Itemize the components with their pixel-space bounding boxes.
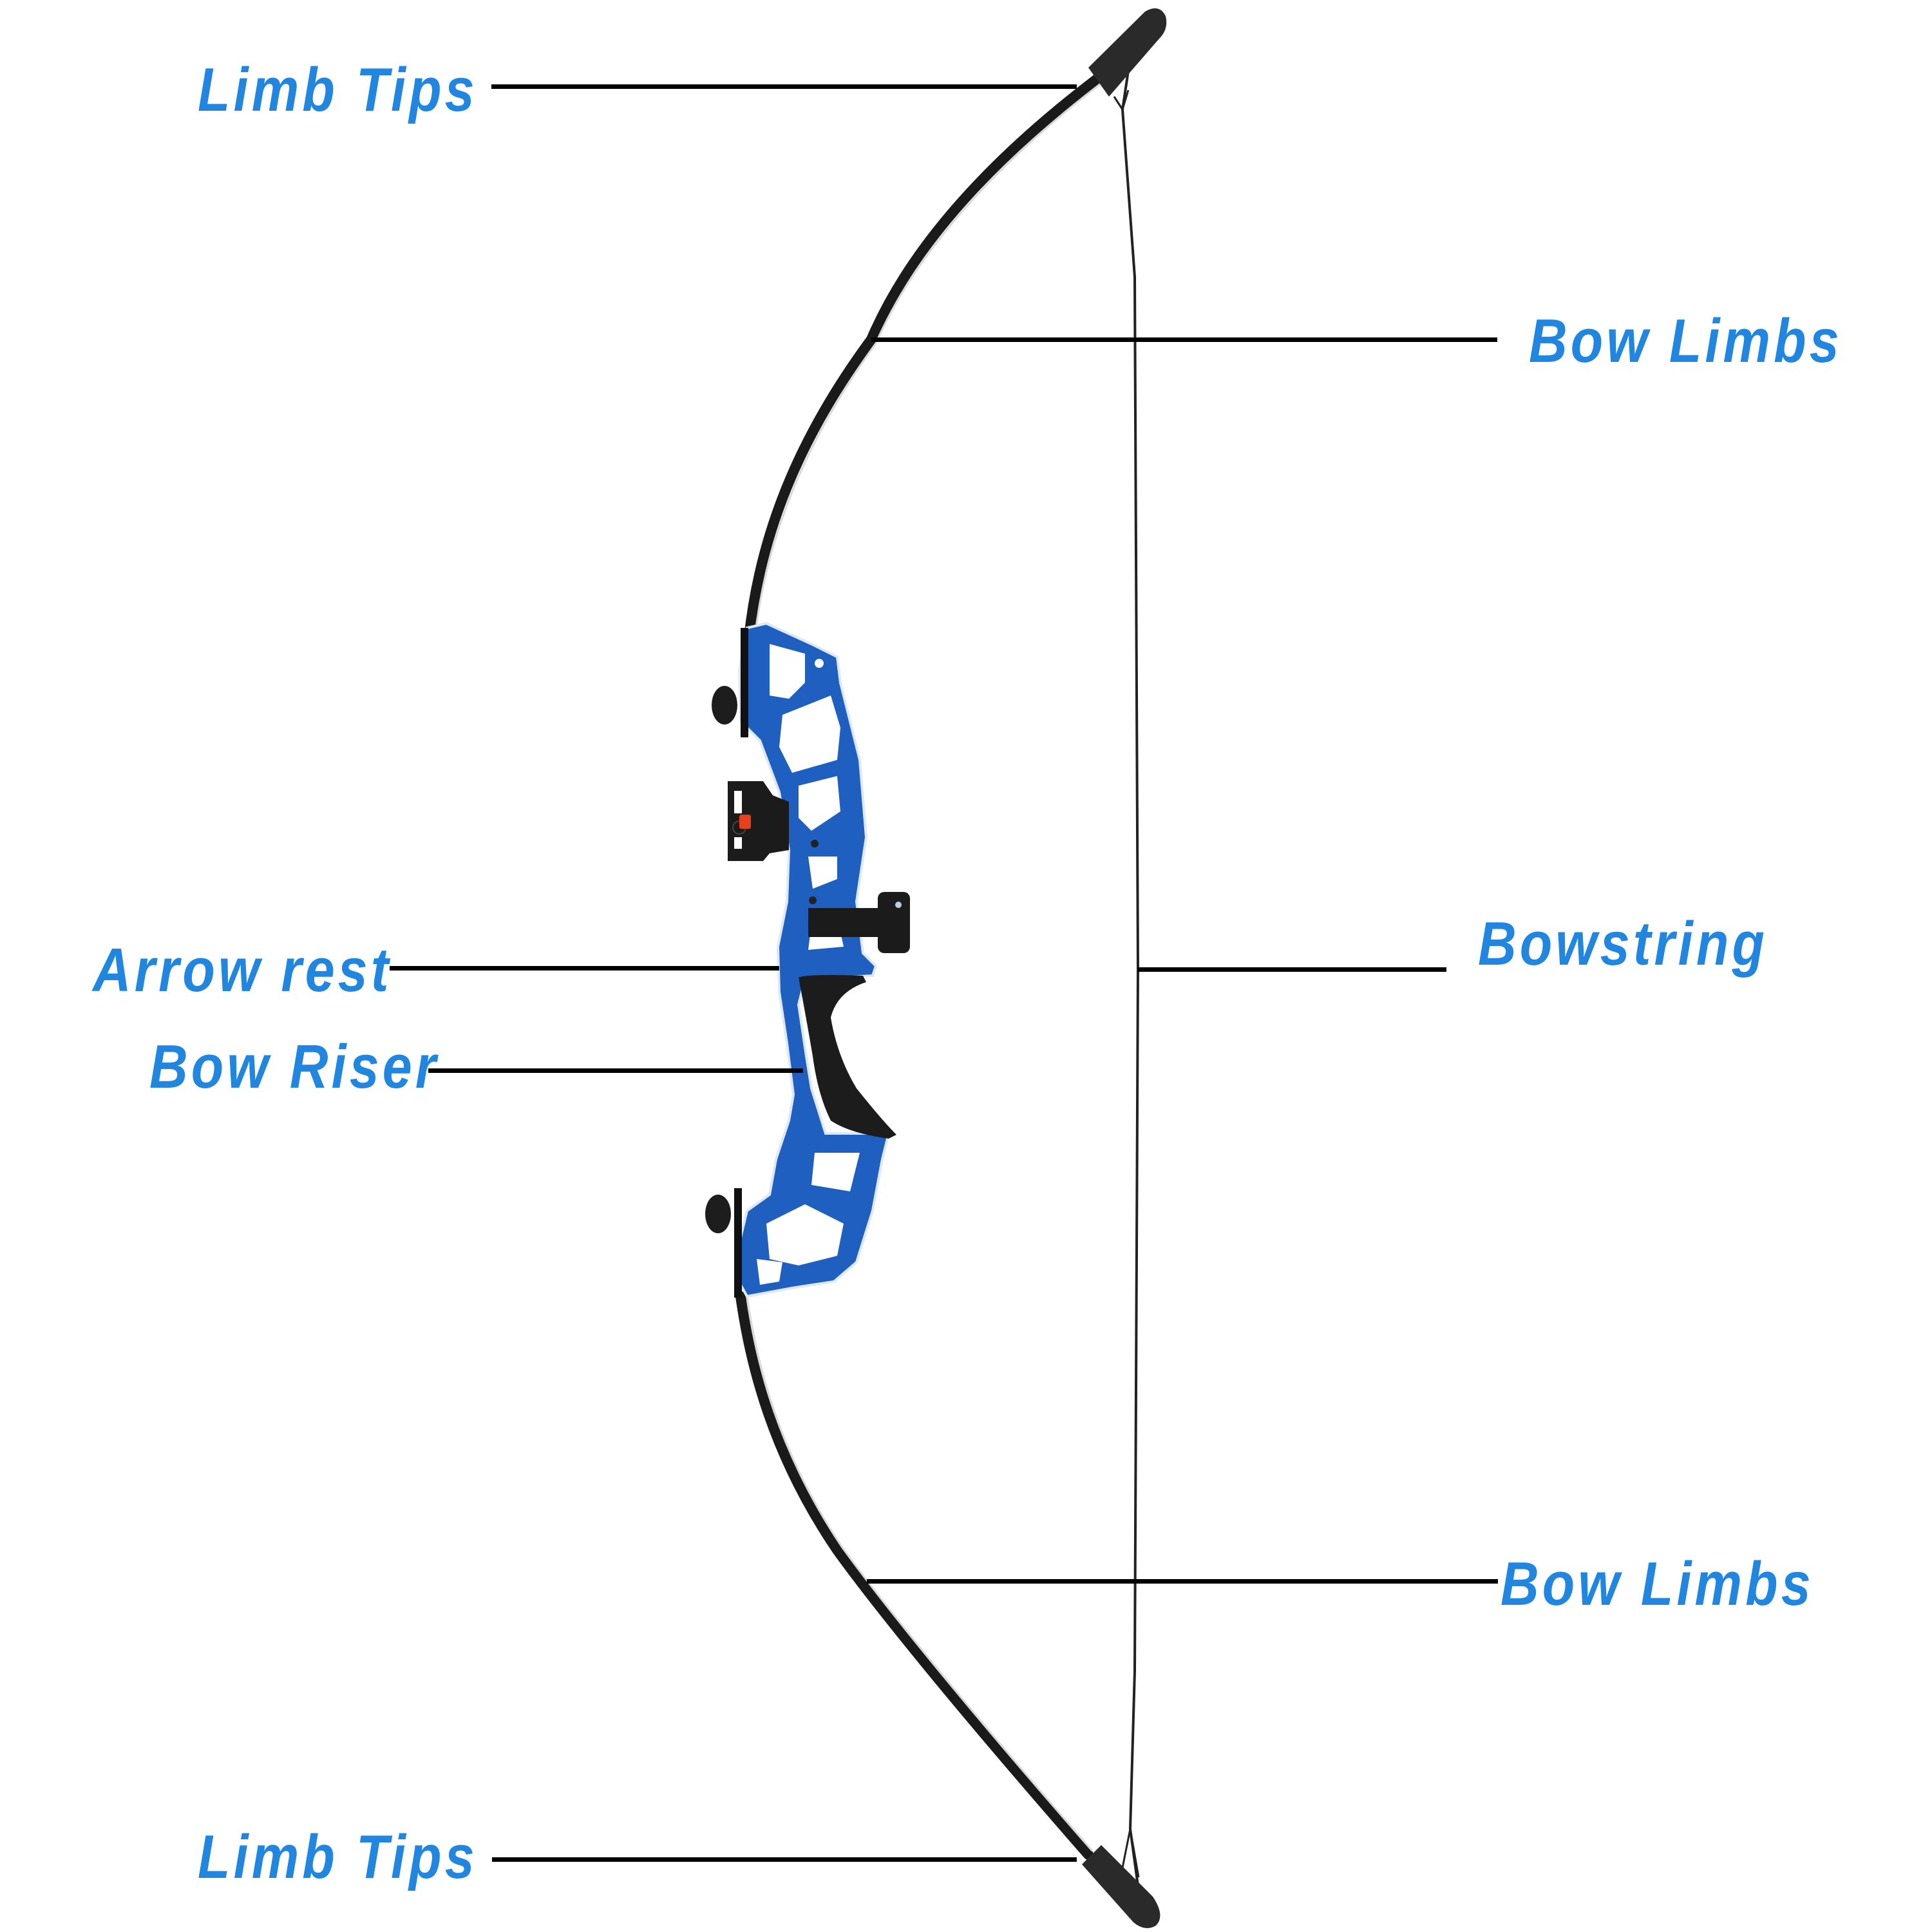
- top-limb: [744, 68, 1110, 643]
- leader-line-limb-tips-top: [491, 84, 1077, 89]
- bottom-limb-tip: [1082, 1845, 1160, 1928]
- label-bow-limbs-bottom: Bow Limbs: [1501, 1549, 1814, 1618]
- label-bow-limbs-top: Bow Limbs: [1529, 307, 1842, 375]
- sight-knob: [739, 815, 751, 829]
- bowstring: [1113, 70, 1141, 1900]
- leader-line-bowstring: [1138, 967, 1446, 972]
- label-bowstring: Bowstring: [1478, 909, 1768, 978]
- sight-bracket: [728, 781, 789, 861]
- leader-line-bow-limbs-bottom: [867, 1579, 1498, 1584]
- leader-line-bow-limbs-top: [871, 337, 1497, 342]
- limb-bolt-bottom: [705, 1188, 742, 1298]
- leader-line-bow-riser: [428, 1068, 803, 1073]
- label-bow-riser: Bow Riser: [149, 1032, 440, 1101]
- label-limb-tips-top: Limb Tips: [198, 55, 478, 124]
- label-limb-tips-bottom: Limb Tips: [198, 1823, 478, 1891]
- leader-line-arrow-rest: [390, 966, 779, 971]
- limb-bolt-top: [712, 628, 748, 737]
- bow-riser: [737, 621, 891, 1298]
- bottom-limb: [735, 1291, 1094, 1860]
- leader-line-limb-tips-bottom: [492, 1857, 1077, 1862]
- top-limb-tip: [1088, 8, 1167, 97]
- bow-grip: [799, 975, 896, 1139]
- label-arrow-rest: Arrow rest: [93, 936, 392, 1005]
- arrow-rest-stabilizer: [808, 892, 910, 953]
